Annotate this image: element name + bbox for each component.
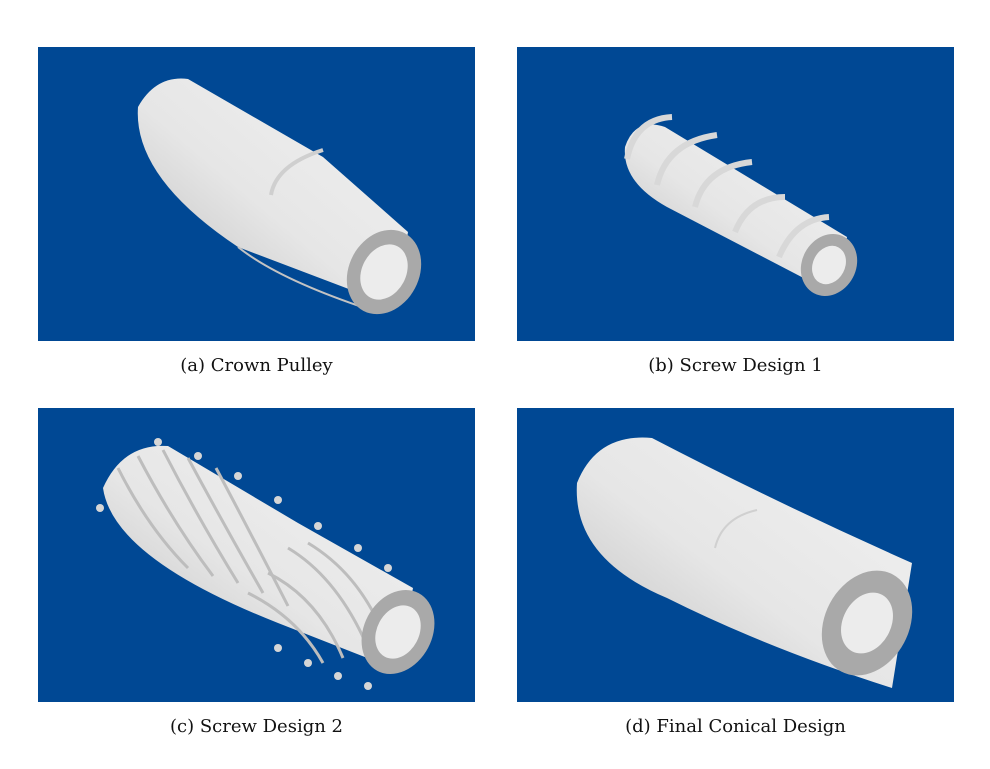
- crown-pulley-render: [38, 47, 475, 341]
- screw-design-2-render: [38, 408, 475, 702]
- caption-screw-design-2: (c) Screw Design 2: [169, 716, 343, 737]
- screw-design-1-shape: [624, 114, 858, 296]
- caption-screw-design-1: (b) Screw Design 1: [648, 355, 823, 376]
- caption-final-conical-design: (d) Final Conical Design: [625, 716, 846, 737]
- screw-design-2-shape: [96, 438, 435, 690]
- crown-pulley-shape: [137, 78, 422, 315]
- final-conical-design-shape: [576, 437, 913, 688]
- caption-crown-pulley: (a) Crown Pulley: [180, 355, 333, 376]
- screw-design-1-render: [517, 47, 954, 341]
- final-conical-design-render: [517, 408, 954, 702]
